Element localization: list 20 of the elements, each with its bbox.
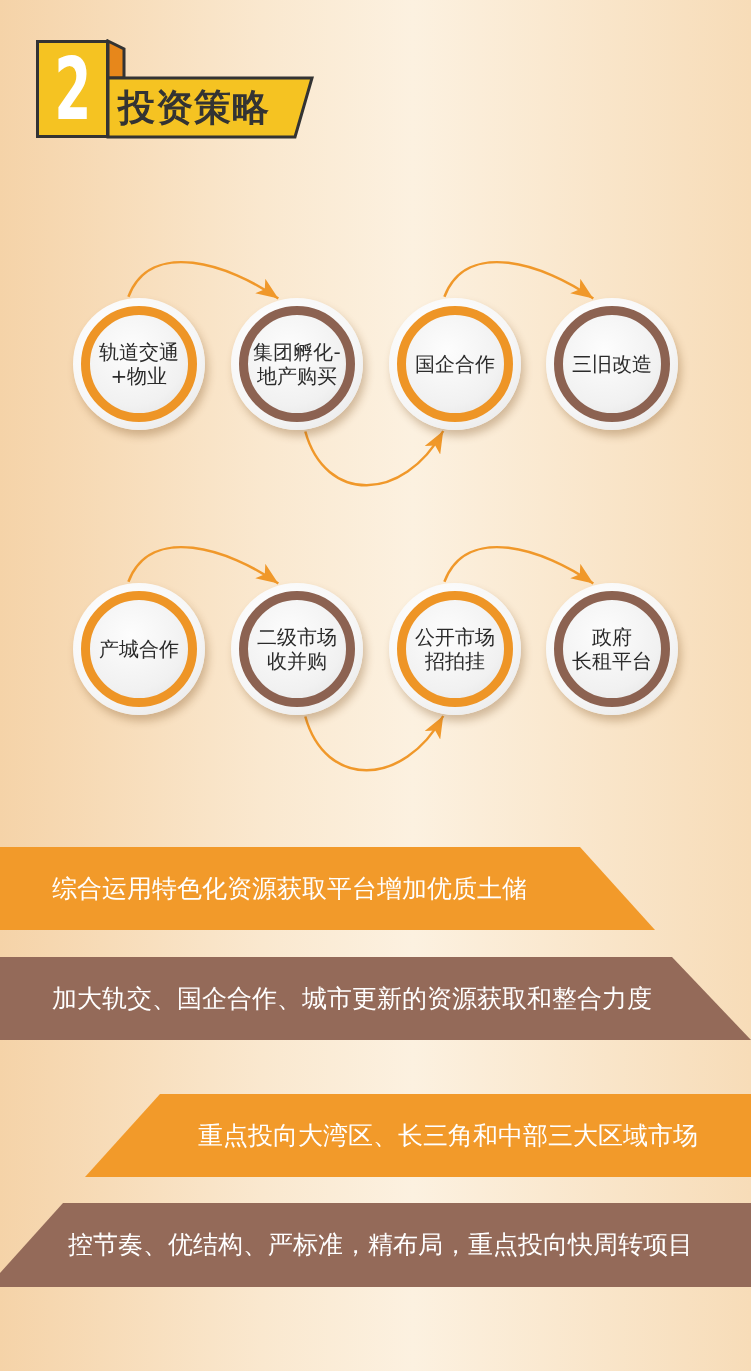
step-circle: 政府长租平台 (546, 583, 678, 715)
ribbon-banner: 综合运用特色化资源获取平台增加优质土储 (0, 847, 655, 930)
step-circle: 轨道交通+物业 (73, 298, 205, 430)
ribbon-banner: 控节奏、优结构、严标准，精布局，重点投向快周转项目 (0, 1203, 751, 1287)
step-circle: 国企合作 (389, 298, 521, 430)
step-circle: 三旧改造 (546, 298, 678, 430)
step-circle: 集团孵化-地产购买 (231, 298, 363, 430)
title-banner: 投资策略 (106, 39, 315, 140)
step-circle: 产城合作 (73, 583, 205, 715)
curved-arrow (127, 545, 279, 585)
curved-arrow (127, 260, 279, 300)
step-circle: 公开市场招拍挂 (389, 583, 521, 715)
curved-arrow (443, 260, 594, 300)
ribbon-banner: 重点投向大湾区、长三角和中部三大区域市场 (85, 1094, 751, 1177)
step-circle: 二级市场收并购 (231, 583, 363, 715)
ribbon-banner: 加大轨交、国企合作、城市更新的资源获取和整合力度 (0, 957, 751, 1040)
number-badge: 2 (36, 40, 109, 138)
curved-arrow (304, 715, 445, 772)
curved-arrow (304, 430, 445, 487)
curved-arrow (443, 545, 594, 585)
